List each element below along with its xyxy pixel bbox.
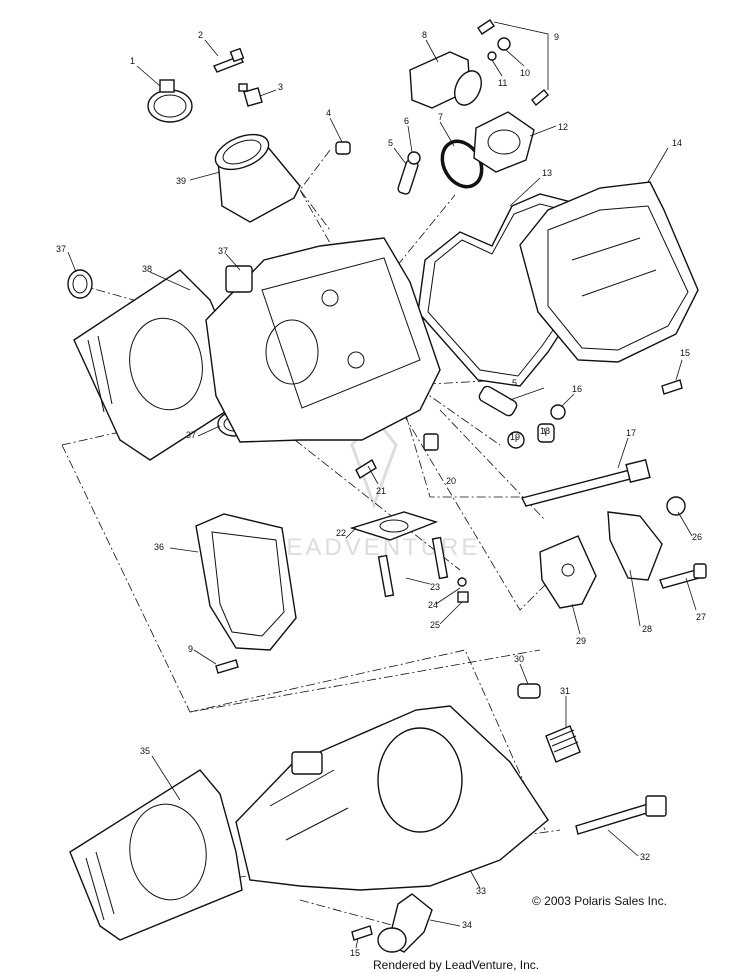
part-bolt-9-side	[215, 659, 239, 674]
callout-16: 16	[572, 384, 582, 394]
callout-37b: 37	[218, 246, 228, 256]
part-studs-and-gasket	[349, 433, 469, 603]
callout-20: 20	[446, 476, 456, 486]
callout-37c: 37	[186, 430, 196, 440]
callout-15b: 15	[350, 948, 360, 958]
callout-15: 15	[680, 348, 690, 358]
callout-5b: 5	[512, 378, 517, 388]
callout-18: 18	[540, 426, 550, 436]
part-cylinder-head	[205, 237, 441, 443]
callout-2: 2	[198, 30, 203, 40]
callout-6: 6	[404, 116, 409, 126]
part-bolt-2	[213, 47, 245, 73]
callout-14: 14	[672, 138, 682, 148]
callout-28: 28	[642, 624, 652, 634]
part-base-gasket	[69, 769, 243, 941]
callout-26: 26	[692, 532, 702, 542]
part-thermostat-housing	[473, 111, 535, 173]
callout-39: 39	[176, 176, 186, 186]
callout-8: 8	[422, 30, 427, 40]
callout-32: 32	[640, 852, 650, 862]
callout-5: 5	[388, 138, 393, 148]
callout-4: 4	[326, 108, 331, 118]
callout-35: 35	[140, 746, 150, 756]
callout-labels: 1 2 3 4 5 5 6 7 8 9 9 10 11 12 13 14 15 …	[56, 30, 706, 958]
callout-7: 7	[438, 112, 443, 122]
part-thermostat-outlet	[409, 51, 482, 109]
part-brackets	[539, 496, 707, 609]
part-side-cover-gasket	[195, 513, 297, 651]
callout-36: 36	[154, 542, 164, 552]
callout-27: 27	[696, 612, 706, 622]
part-bolt-15	[351, 379, 683, 941]
callout-29: 29	[576, 636, 586, 646]
part-clamp	[147, 79, 193, 123]
callout-17: 17	[626, 428, 636, 438]
callout-31: 31	[560, 686, 570, 696]
callout-33: 33	[476, 886, 486, 896]
callout-9b: 9	[188, 644, 193, 654]
part-intake-boot	[214, 133, 301, 223]
callout-22: 22	[336, 528, 346, 538]
copyright-notice: © 2003 Polaris Sales Inc.	[532, 894, 667, 908]
callout-11: 11	[498, 78, 507, 88]
part-cylinder	[235, 705, 549, 891]
callout-38: 38	[142, 264, 152, 274]
callout-3: 3	[278, 82, 283, 92]
callout-25: 25	[430, 620, 440, 630]
callout-21: 21	[376, 486, 386, 496]
callout-1: 1	[130, 56, 135, 66]
part-dowels-and-stud	[517, 683, 667, 835]
part-bolt-3	[238, 83, 263, 107]
watermark-text: LEADVENTURE	[270, 534, 480, 561]
leader-lines	[67, 21, 697, 949]
part-long-bolt-and-nuts	[478, 385, 651, 507]
callout-12: 12	[558, 122, 568, 132]
callout-23: 23	[430, 582, 440, 592]
part-valve-cover	[519, 181, 699, 363]
part-water-fitting	[377, 893, 433, 953]
part-small-sleeves	[335, 141, 421, 195]
callout-24: 24	[428, 600, 438, 610]
callout-13: 13	[542, 168, 552, 178]
callout-34: 34	[462, 920, 472, 930]
callout-37: 37	[56, 244, 66, 254]
render-credit: Rendered by LeadVenture, Inc.	[373, 958, 539, 972]
callout-30: 30	[514, 654, 524, 664]
callout-9: 9	[554, 32, 559, 42]
callout-19: 19	[510, 432, 520, 442]
callout-10: 10	[520, 68, 530, 78]
part-top-bolts	[477, 19, 549, 106]
